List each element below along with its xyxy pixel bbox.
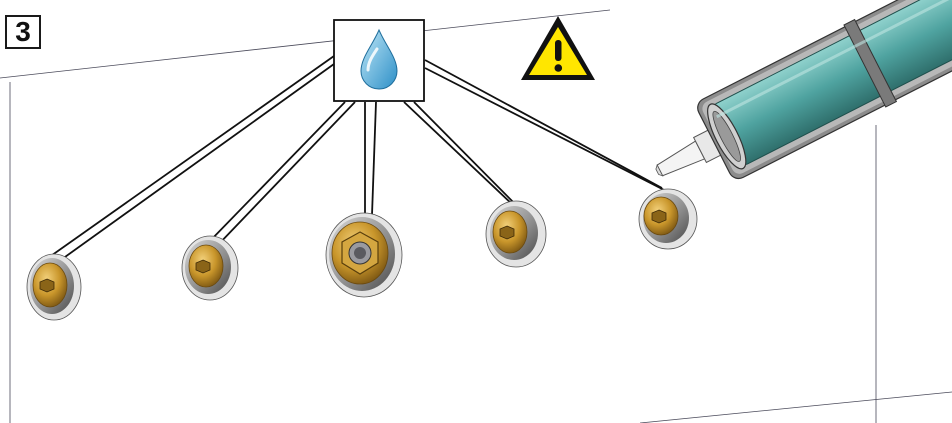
fastener-hex-nut-3	[325, 212, 403, 298]
water-drop-icon	[360, 28, 398, 90]
panel-edge-lines	[0, 9, 952, 423]
fastener-insert-2	[181, 235, 239, 301]
warning-triangle-icon	[521, 16, 595, 80]
fastener-insert-5	[638, 188, 698, 250]
leader-lines	[47, 55, 669, 263]
sealant-callout	[333, 19, 425, 102]
fastener-insert-4	[485, 200, 547, 268]
step-number-label: 3	[5, 15, 41, 49]
fastener-insert-1	[26, 253, 82, 321]
sealant-cartridge-icon	[655, 0, 952, 180]
